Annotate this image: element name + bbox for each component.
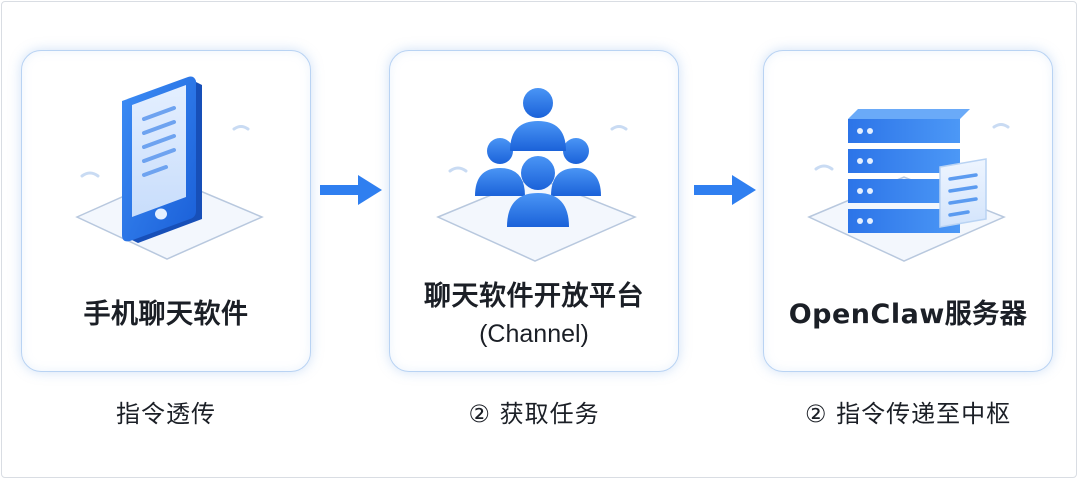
- card-title: 手机聊天软件: [83, 299, 249, 330]
- right-arrow-icon: [694, 175, 756, 205]
- card-title: OpenClaw服务器: [788, 299, 1028, 330]
- step-card-chat-platform: 聊天软件开放平台 (Channel): [389, 50, 679, 372]
- step-card-server: OpenClaw服务器: [763, 50, 1053, 372]
- server-icon: [807, 109, 1010, 262]
- card-title: 聊天软件开放平台: [424, 281, 644, 312]
- smartphone-icon: [75, 76, 264, 260]
- step-caption: ② 获取任务: [468, 400, 600, 428]
- step-caption: ② 指令传递至中枢: [804, 400, 1012, 428]
- right-arrow-icon: [320, 175, 382, 205]
- card-subtitle: (Channel): [479, 320, 589, 348]
- users-group-icon: [436, 88, 637, 262]
- step-card-mobile-chat: 手机聊天软件: [21, 50, 311, 372]
- step-caption: 指令透传: [116, 400, 216, 428]
